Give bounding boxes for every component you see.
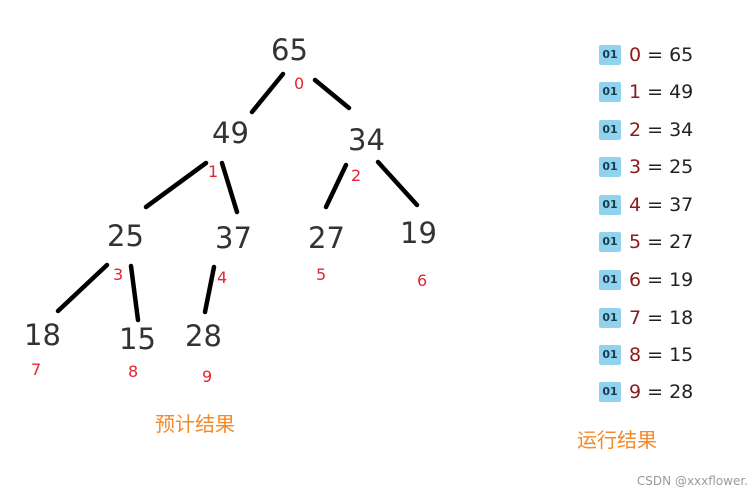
tree-edge-0-1: [249, 71, 286, 115]
result-row: 01 8 = 15: [599, 344, 693, 366]
run-result-caption: 运行结果: [577, 428, 657, 452]
node-value-1: 49: [212, 116, 249, 150]
node-value-7: 18: [24, 318, 61, 352]
node-value-5: 27: [308, 221, 345, 255]
expected-result-caption: 预计结果: [155, 412, 235, 436]
output-badge-icon: 01: [599, 45, 621, 65]
result-value: = 18: [641, 307, 694, 329]
result-row: 01 1 = 49: [599, 81, 693, 103]
tree-edge-1-4: [219, 160, 240, 215]
node-value-3: 25: [107, 219, 144, 253]
node-index-9: 9: [202, 367, 213, 386]
output-badge-icon: 01: [599, 232, 621, 252]
result-value: = 34: [641, 119, 694, 141]
node-value-4: 37: [215, 221, 252, 255]
tree-edge-4-9: [202, 264, 217, 315]
node-value-0: 65: [271, 33, 308, 67]
result-index: 0: [629, 44, 642, 66]
tree-edge-2-5: [323, 162, 349, 210]
result-index: 9: [629, 381, 642, 403]
output-badge-icon: 01: [599, 270, 621, 290]
result-index: 3: [629, 156, 642, 178]
result-index: 1: [629, 81, 642, 103]
tree-edge-0-2: [312, 77, 352, 111]
node-index-3: 3: [113, 265, 124, 284]
result-index: 6: [629, 269, 642, 291]
result-row: 01 9 = 28: [599, 381, 693, 403]
result-row: 01 6 = 19: [599, 269, 693, 291]
output-badge-icon: 01: [599, 195, 621, 215]
node-index-8: 8: [128, 362, 139, 381]
result-index: 7: [629, 307, 642, 329]
watermark: CSDN @xxxflower.: [636, 474, 748, 488]
tree-edge-2-6: [375, 159, 420, 208]
result-value: = 65: [641, 44, 694, 66]
node-value-6: 19: [400, 216, 437, 250]
node-index-4: 4: [217, 268, 228, 287]
result-value: = 19: [641, 269, 694, 291]
result-value: = 28: [641, 381, 694, 403]
result-index: 5: [629, 231, 642, 253]
node-index-1: 1: [208, 162, 219, 181]
output-badge-icon: 01: [599, 345, 621, 365]
result-row: 01 5 = 27: [599, 231, 693, 253]
node-index-2: 2: [351, 166, 362, 185]
result-index: 2: [629, 119, 642, 141]
result-value: = 37: [641, 194, 694, 216]
result-value: = 15: [641, 344, 694, 366]
output-badge-icon: 01: [599, 157, 621, 177]
result-row: 01 2 = 34: [599, 119, 693, 141]
tree-edge-1-3: [143, 160, 209, 210]
result-row: 01 7 = 18: [599, 307, 693, 329]
node-index-6: 6: [417, 271, 428, 290]
result-value: = 25: [641, 156, 694, 178]
result-row: 01 3 = 25: [599, 156, 693, 178]
result-index: 8: [629, 344, 642, 366]
output-badge-icon: 01: [599, 382, 621, 402]
result-value: = 49: [641, 81, 694, 103]
result-value: = 27: [641, 231, 694, 253]
node-index-0: 0: [294, 74, 305, 93]
result-row: 01 0 = 65: [599, 44, 693, 66]
node-index-7: 7: [31, 360, 42, 379]
result-index: 4: [629, 194, 642, 216]
tree-edge-3-8: [128, 263, 141, 323]
result-row: 01 4 = 37: [599, 194, 693, 216]
node-value-9: 28: [185, 319, 222, 353]
node-index-5: 5: [316, 265, 327, 284]
output-badge-icon: 01: [599, 82, 621, 102]
node-value-8: 15: [119, 322, 156, 356]
tree-edge-3-7: [55, 262, 110, 314]
output-badge-icon: 01: [599, 120, 621, 140]
node-value-2: 34: [348, 123, 385, 157]
output-badge-icon: 01: [599, 308, 621, 328]
